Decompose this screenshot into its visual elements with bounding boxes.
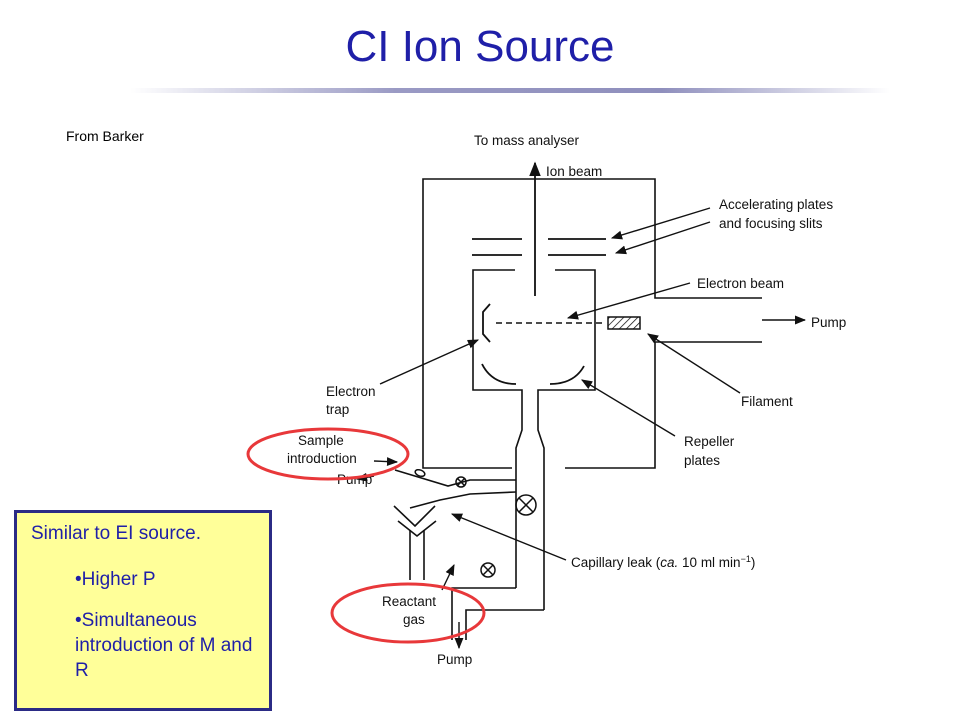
pointer-arrows	[355, 207, 807, 650]
valves	[414, 468, 537, 578]
label-to-mass-analyser: To mass analyser	[474, 133, 580, 148]
label-filament: Filament	[741, 394, 793, 409]
title-divider	[130, 88, 890, 93]
slide-title: CI Ion Source	[345, 22, 615, 71]
label-sample-introduction-2: introduction	[287, 451, 357, 466]
label-accelerating-plates-2: and focusing slits	[719, 216, 823, 231]
ionisation-chamber	[472, 269, 596, 610]
label-reactant-gas-2: gas	[403, 612, 425, 627]
note-heading: Similar to EI source.	[31, 523, 201, 544]
highlight-sample-introduction	[246, 427, 410, 481]
filament	[607, 316, 641, 330]
electron-trap	[482, 303, 491, 343]
accelerating-plates	[472, 238, 606, 256]
summary-note-box: Similar to EI source. •Higher P •Simulta…	[14, 510, 272, 711]
label-ion-beam: Ion beam	[546, 164, 602, 179]
label-reactant-gas-1: Reactant	[382, 594, 436, 609]
label-repeller-plates-2: plates	[684, 453, 720, 468]
label-pump-right: Pump	[811, 315, 846, 330]
label-pump-bottom: Pump	[437, 652, 472, 667]
label-sample-introduction-1: Sample	[298, 433, 344, 448]
label-electron-beam: Electron beam	[697, 276, 784, 291]
note-bullet: •Simultaneous introduction of M and R	[75, 610, 253, 681]
note-bullet: •Higher P	[75, 569, 156, 590]
housing-outline	[422, 178, 762, 469]
repeller-plates	[481, 363, 585, 385]
label-electron-trap-2: trap	[326, 402, 349, 417]
label-accelerating-plates-1: Accelerating plates	[719, 197, 833, 212]
highlight-reactant-gas	[330, 582, 486, 644]
source-note: From Barker	[66, 128, 144, 144]
label-repeller-plates-1: Repeller	[684, 434, 735, 449]
diagram-labels: To mass analyser Ion beam Accelerating p…	[287, 133, 846, 667]
label-electron-trap-1: Electron	[326, 384, 376, 399]
label-capillary-leak: Capillary leak (ca. 10 ml min−1)	[571, 554, 755, 570]
